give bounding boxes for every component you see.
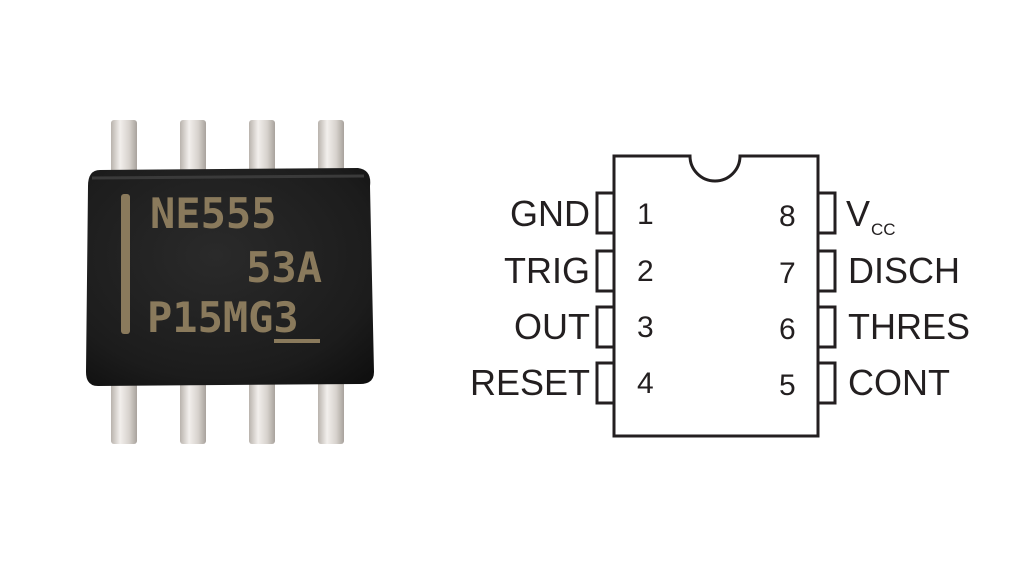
chip-body <box>86 168 374 386</box>
marking-line-3: P15MG3 <box>147 293 299 342</box>
pin-label-vcc-main: V <box>846 193 870 234</box>
pin-label-cont: CONT <box>848 362 950 403</box>
pin-label-gnd: GND <box>510 193 590 234</box>
lead <box>249 378 275 444</box>
lead <box>180 120 206 178</box>
pin-stub-7 <box>816 249 837 293</box>
pin-label-out: OUT <box>514 306 590 347</box>
pin1-bar <box>121 194 130 334</box>
lead <box>111 120 137 178</box>
pin-stub-6 <box>816 305 837 349</box>
pin-stub-3 <box>595 305 616 349</box>
pin-number-1: 1 <box>637 198 654 231</box>
bottom-leads <box>111 378 344 444</box>
lead <box>111 378 137 444</box>
marking-line-2: 53A <box>246 243 322 292</box>
pin-stub-4 <box>595 361 616 405</box>
chip-photo: NE555 53A P15MG3 <box>86 120 374 444</box>
lead <box>318 120 344 178</box>
marking-line-1: NE555 <box>150 189 276 238</box>
lead <box>318 378 344 444</box>
pin-stub-5 <box>816 361 837 405</box>
right-pin-numbers: 8 7 6 5 <box>779 200 796 402</box>
lead <box>180 378 206 444</box>
pin-label-vcc-sub: CC <box>871 220 896 239</box>
pin-stub-8 <box>816 191 837 235</box>
pin-number-5: 5 <box>779 369 796 402</box>
marking-underline <box>274 339 320 343</box>
chip-body-edge <box>91 174 365 180</box>
pin-label-disch: DISCH <box>848 250 960 291</box>
pin-number-6: 6 <box>779 313 796 346</box>
left-pin-labels: GND TRIG OUT RESET <box>470 193 590 403</box>
pin-number-8: 8 <box>779 200 796 233</box>
package-outline <box>612 154 820 438</box>
pin-number-7: 7 <box>779 257 796 290</box>
pin-number-2: 2 <box>637 255 654 288</box>
right-pin-labels: VCC DISCH THRES CONT <box>846 193 970 403</box>
pin-label-trig: TRIG <box>504 250 590 291</box>
pin-label-vcc: VCC <box>846 193 896 239</box>
pin-label-thres: THRES <box>848 306 970 347</box>
pinout-diagram <box>595 154 837 438</box>
pin-stub-1 <box>595 191 616 235</box>
pin-stub-2 <box>595 249 616 293</box>
pin-number-4: 4 <box>637 367 654 400</box>
lead <box>249 120 275 178</box>
pin-label-reset: RESET <box>470 362 590 403</box>
left-pin-numbers: 1 2 3 4 <box>637 198 654 400</box>
top-leads <box>111 120 344 178</box>
pin-number-3: 3 <box>637 311 654 344</box>
